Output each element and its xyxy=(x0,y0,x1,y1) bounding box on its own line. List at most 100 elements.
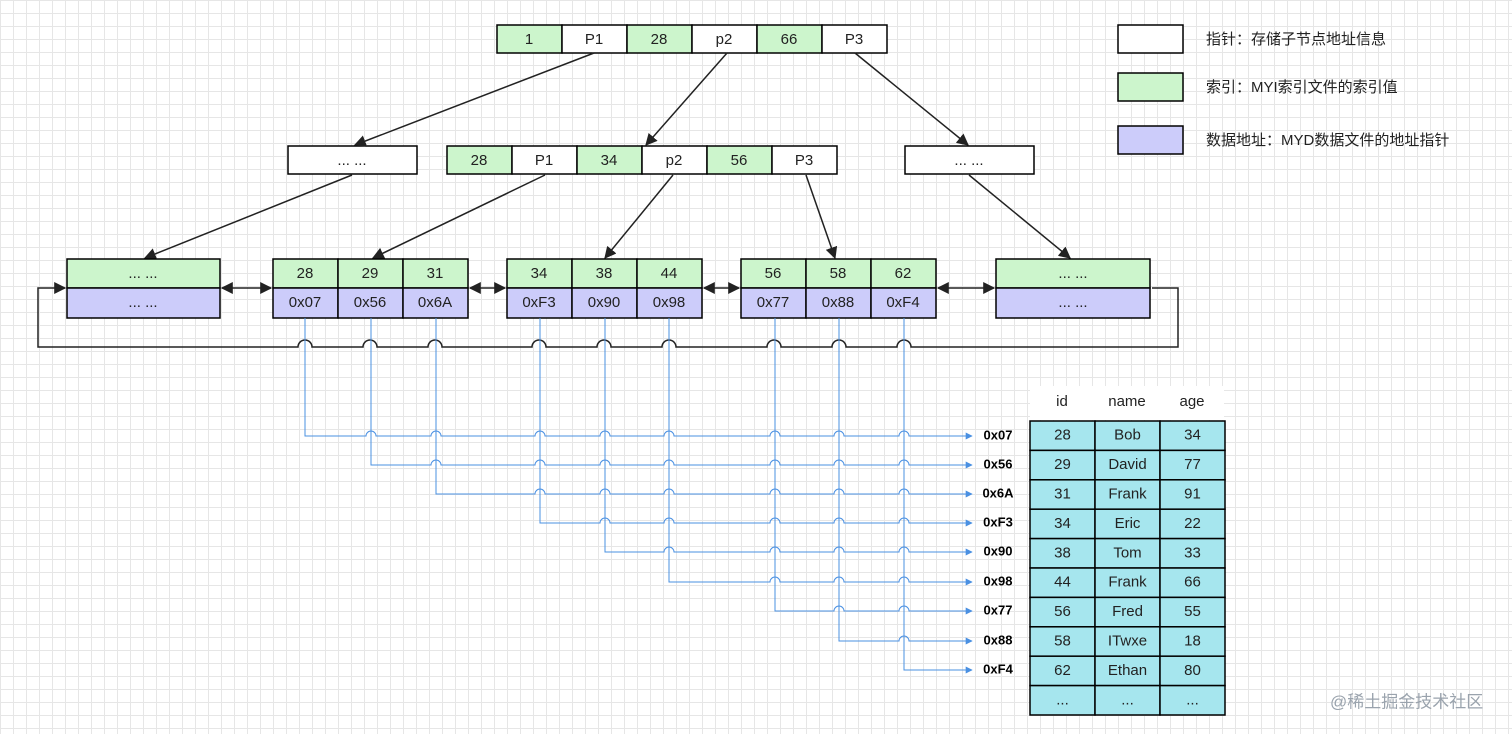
row-addr-label: 0x90 xyxy=(984,543,1013,558)
legend-swatch-pointer xyxy=(1117,24,1184,54)
legend-swatch-data-addr xyxy=(1117,125,1184,155)
leaf-key: 62 xyxy=(895,265,912,282)
leaf-addr: 0x07 xyxy=(289,294,322,311)
table-cell-bg xyxy=(1159,420,1226,452)
leaf-addr: 0x77 xyxy=(757,294,790,311)
leaf-key: ... ... xyxy=(128,265,157,282)
table-cell: 80 xyxy=(1184,662,1201,679)
table-cell: 34 xyxy=(1054,515,1071,532)
leaf-node-1: 28 29 31 0x07 0x56 0x6A xyxy=(272,258,469,319)
table-cell-bg xyxy=(1094,596,1161,628)
mid-ptr-2: p2 xyxy=(666,152,683,169)
table-cell: 56 xyxy=(1054,603,1071,620)
table-cell-bg xyxy=(1094,420,1161,452)
table-cell: 62 xyxy=(1054,662,1071,679)
table-cell-bg xyxy=(1094,449,1161,481)
table-cell: David xyxy=(1108,456,1146,473)
mid-ptr-3: P3 xyxy=(795,152,813,169)
table-cell: 28 xyxy=(1054,427,1071,444)
table-cell: 33 xyxy=(1184,544,1201,561)
leaf-addr: 0x56 xyxy=(354,294,387,311)
table-cell: 66 xyxy=(1184,574,1201,591)
legend: 指针：存储子节点地址信息 索引：MYI索引文件的索引值 数据地址：MYD数据文件… xyxy=(1117,24,1449,155)
leaf-addr: 0x90 xyxy=(588,294,621,311)
mid-left-label: ... ... xyxy=(337,152,366,169)
root-ptr-3: P3 xyxy=(845,31,863,48)
mid-right-node: ... ... xyxy=(904,145,1035,175)
leaf-key: 58 xyxy=(830,265,847,282)
leaf-node-3: 56 58 62 0x77 0x88 0xF4 xyxy=(740,258,937,319)
table-cell-bg xyxy=(1029,449,1096,481)
leaf-addr: ... ... xyxy=(1058,294,1087,311)
table-cell: 91 xyxy=(1184,485,1201,502)
row-addr-label: 0x88 xyxy=(984,632,1013,647)
leaf-addr: 0x6A xyxy=(418,294,452,311)
row-addr-label: 0x07 xyxy=(984,427,1013,442)
table-row: 62 Ethan 80 xyxy=(1029,655,1226,687)
table-cell-bg xyxy=(1159,596,1226,628)
mid-ptr-1: P1 xyxy=(535,152,553,169)
row-addr-label: 0x77 xyxy=(984,602,1013,617)
mid-left-node: ... ... xyxy=(287,145,418,175)
leaf-key: 29 xyxy=(362,265,379,282)
table-cell-bg xyxy=(1094,567,1161,599)
leaf-addr: 0x88 xyxy=(822,294,855,311)
watermark: @稀土掘金技术社区 xyxy=(1330,692,1483,711)
table-cell: 38 xyxy=(1054,544,1071,561)
mid-key-1: 28 xyxy=(471,152,488,169)
table-cell: 31 xyxy=(1054,485,1071,502)
table-cell: ... xyxy=(1186,691,1199,708)
legend-data-addr-text: 数据地址：MYD数据文件的地址指针 xyxy=(1206,132,1449,149)
leaf-key: 56 xyxy=(765,265,782,282)
root-ptr-1: P1 xyxy=(585,31,603,48)
table-cell: 58 xyxy=(1054,632,1071,649)
table-header-age: age xyxy=(1179,393,1204,410)
table-header-id: id xyxy=(1056,393,1068,410)
row-addr-label: 0xF4 xyxy=(983,661,1013,676)
table-row: 28 Bob 34 xyxy=(1029,420,1226,452)
table-cell-bg xyxy=(1159,626,1226,657)
table-cell: Eric xyxy=(1115,515,1141,532)
table-row: 56 Fred 55 xyxy=(1029,596,1226,628)
mid-right-label: ... ... xyxy=(954,152,983,169)
table-cell-bg xyxy=(1029,684,1096,716)
table-cell: 34 xyxy=(1184,427,1201,444)
leaf-addr: 0xF4 xyxy=(886,294,919,311)
leaf-key: 44 xyxy=(661,265,678,282)
table-cell: Frank xyxy=(1108,574,1147,591)
leaf-addr: ... ... xyxy=(128,294,157,311)
table-cell-bg xyxy=(1029,508,1096,540)
legend-swatch-index xyxy=(1117,72,1184,102)
table-cell: ... xyxy=(1056,691,1069,708)
table-cell-bg xyxy=(1159,684,1226,716)
table-cell: Bob xyxy=(1114,427,1141,444)
tree-arrows xyxy=(143,52,1071,260)
leaf-key: ... ... xyxy=(1058,265,1087,282)
legend-pointer-text: 指针：存储子节点地址信息 xyxy=(1206,31,1386,48)
root-ptr-2: p2 xyxy=(716,31,733,48)
mid-key-2: 34 xyxy=(601,152,618,169)
table-cell: 44 xyxy=(1054,574,1071,591)
row-addr-label: 0x98 xyxy=(984,573,1013,588)
leaf-addr: 0x98 xyxy=(653,294,686,311)
table-cell: Ethan xyxy=(1108,662,1147,679)
table-cell: Frank xyxy=(1108,485,1147,502)
leaf-node-4: ... ... ... ... xyxy=(995,258,1151,319)
mid-key-3: 56 xyxy=(731,152,748,169)
table-row: ......... xyxy=(1029,684,1226,716)
table-cell: Fred xyxy=(1112,603,1143,620)
table-cell-bg xyxy=(1094,626,1161,657)
table-cell: 55 xyxy=(1184,603,1201,620)
table-cell: ... xyxy=(1121,691,1134,708)
leaf-node-0: ... ... ... ... xyxy=(66,258,221,319)
leaf-key: 34 xyxy=(531,265,548,282)
table-cell: 18 xyxy=(1184,632,1201,649)
table-cell-bg xyxy=(1094,684,1161,716)
root-key-3: 66 xyxy=(781,31,798,48)
row-address-labels: 0x07 0x56 0x6A 0xF3 0x90 0x98 0x77 0x88 … xyxy=(982,427,1014,676)
root-node: 1 P1 28 p2 66 P3 xyxy=(496,24,888,54)
